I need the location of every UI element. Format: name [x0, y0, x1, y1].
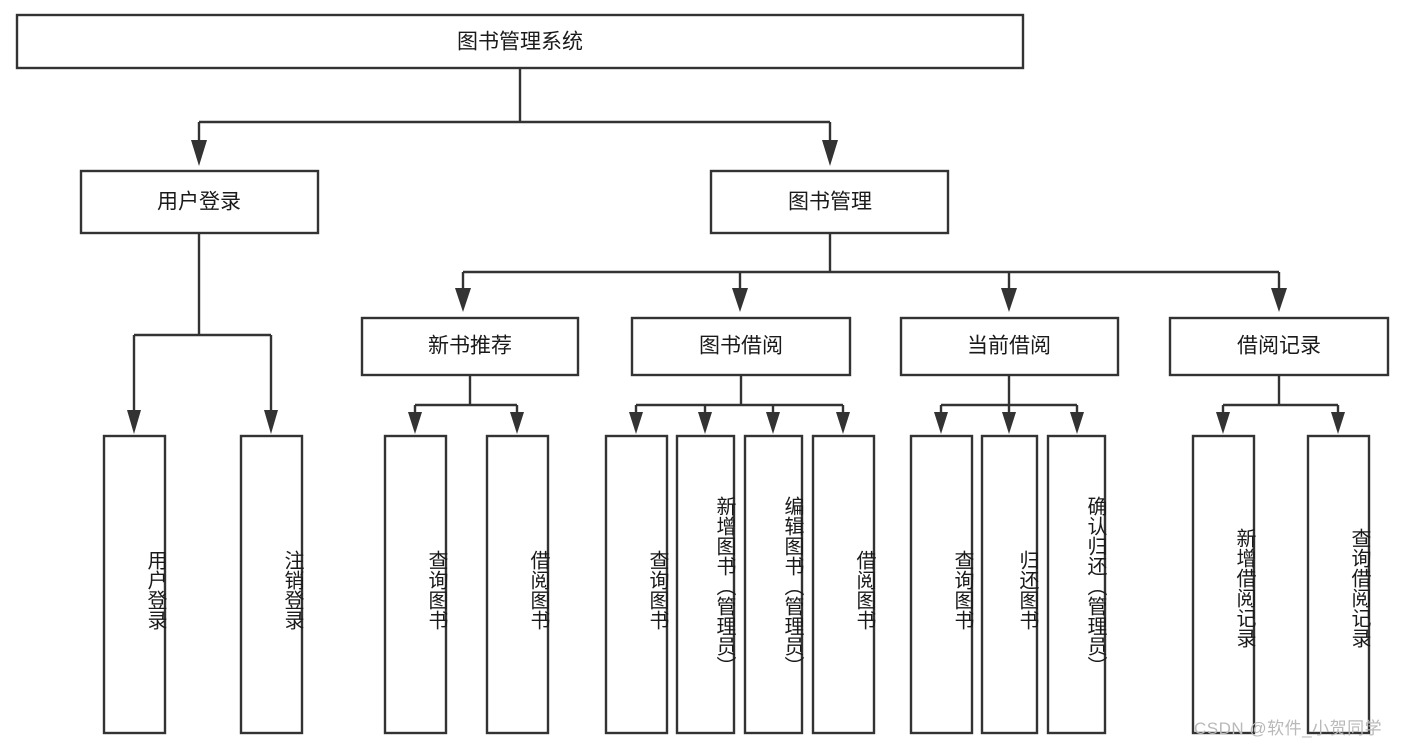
- node-user-login-label: 用户登录: [157, 191, 241, 214]
- csdn-watermark: CSDN @软件_小贺同学: [1194, 719, 1383, 738]
- node-new-book-recommend-label: 新书推荐: [428, 335, 512, 358]
- arrow-head-leaf-logout-login: [264, 410, 278, 434]
- node-root-box[interactable]: [15, 13, 1025, 70]
- arrow-head-leaf-query-record: [1331, 412, 1345, 434]
- node-book-borrow-label: 图书借阅: [699, 335, 783, 358]
- arrow-head-leaf-borrow-book-1: [510, 412, 524, 434]
- node-book-borrow-box[interactable]: [630, 316, 852, 377]
- node-current-borrow[interactable]: 当前借阅: [899, 316, 1120, 377]
- node-leaf-confirm-return-box[interactable]: [1046, 434, 1107, 735]
- node-leaf-query-book-2-box[interactable]: [604, 434, 669, 735]
- node-leaf-query-record-box[interactable]: [1306, 434, 1371, 735]
- arrow-head-leaf-query-book-3: [934, 412, 948, 434]
- arrow-head-user-login: [191, 140, 207, 166]
- node-leaf-add-record-box[interactable]: [1191, 434, 1256, 735]
- node-leaf-borrow-book-1-box[interactable]: [485, 434, 550, 735]
- node-book-manage-label: 图书管理: [788, 191, 872, 214]
- arrow-head-book-manage: [822, 140, 838, 166]
- node-new-book-recommend-box[interactable]: [360, 316, 580, 377]
- node-leaf-add-book-box[interactable]: [675, 434, 736, 735]
- arrow-head-leaf-query-book-2: [629, 412, 643, 434]
- arrow-head-leaf-return-book: [1002, 412, 1016, 434]
- arrow-head-leaf-confirm-return: [1070, 412, 1084, 434]
- node-borrow-record-label: 借阅记录: [1237, 335, 1321, 358]
- arrow-head-leaf-borrow-book-2: [836, 412, 850, 434]
- node-book-manage[interactable]: 图书管理: [709, 169, 950, 235]
- connector-group-root: [191, 68, 838, 166]
- connector-group-book-manage: [455, 233, 1287, 312]
- arrow-head-leaf-add-book: [698, 412, 712, 434]
- arrow-head-leaf-add-record: [1216, 412, 1230, 434]
- connector-group-user-login: [127, 233, 278, 434]
- node-leaf-user-login-box[interactable]: [102, 434, 167, 735]
- connector-group-borrow-record: [1216, 375, 1345, 434]
- node-current-borrow-label: 当前借阅: [967, 335, 1051, 358]
- node-leaf-return-book-box[interactable]: [980, 434, 1039, 735]
- arrow-head-leaf-user-login: [127, 410, 141, 434]
- node-current-borrow-box[interactable]: [899, 316, 1120, 377]
- node-book-manage-box[interactable]: [709, 169, 950, 235]
- arrow-head-current-borrow: [1001, 288, 1017, 312]
- node-borrow-record-box[interactable]: [1168, 316, 1390, 377]
- node-leaf-logout-login-box[interactable]: [239, 434, 304, 735]
- node-user-login[interactable]: 用户登录: [79, 169, 320, 235]
- leaf-boxes: [102, 434, 1371, 735]
- connector-group-book-borrow: [629, 375, 850, 434]
- arrow-head-leaf-edit-book: [766, 412, 780, 434]
- connector-group-current-borrow: [934, 375, 1084, 434]
- node-user-login-box[interactable]: [79, 169, 320, 235]
- node-leaf-borrow-book-2-box[interactable]: [811, 434, 876, 735]
- node-leaf-edit-book-box[interactable]: [743, 434, 804, 735]
- connector-group-new-book-recommend: [408, 375, 524, 434]
- arrow-head-leaf-query-book-1: [408, 412, 422, 434]
- node-root[interactable]: 图书管理系统: [15, 13, 1025, 70]
- node-root-label: 图书管理系统: [457, 31, 583, 54]
- node-new-book-recommend[interactable]: 新书推荐: [360, 316, 580, 377]
- node-borrow-record[interactable]: 借阅记录: [1168, 316, 1390, 377]
- arrow-head-new-book-recommend: [455, 288, 471, 312]
- arrow-head-book-borrow: [732, 288, 748, 312]
- node-book-borrow[interactable]: 图书借阅: [630, 316, 852, 377]
- arrow-head-borrow-record: [1271, 288, 1287, 312]
- node-leaf-query-book-1-box[interactable]: [383, 434, 448, 735]
- node-leaf-query-book-3-box[interactable]: [909, 434, 974, 735]
